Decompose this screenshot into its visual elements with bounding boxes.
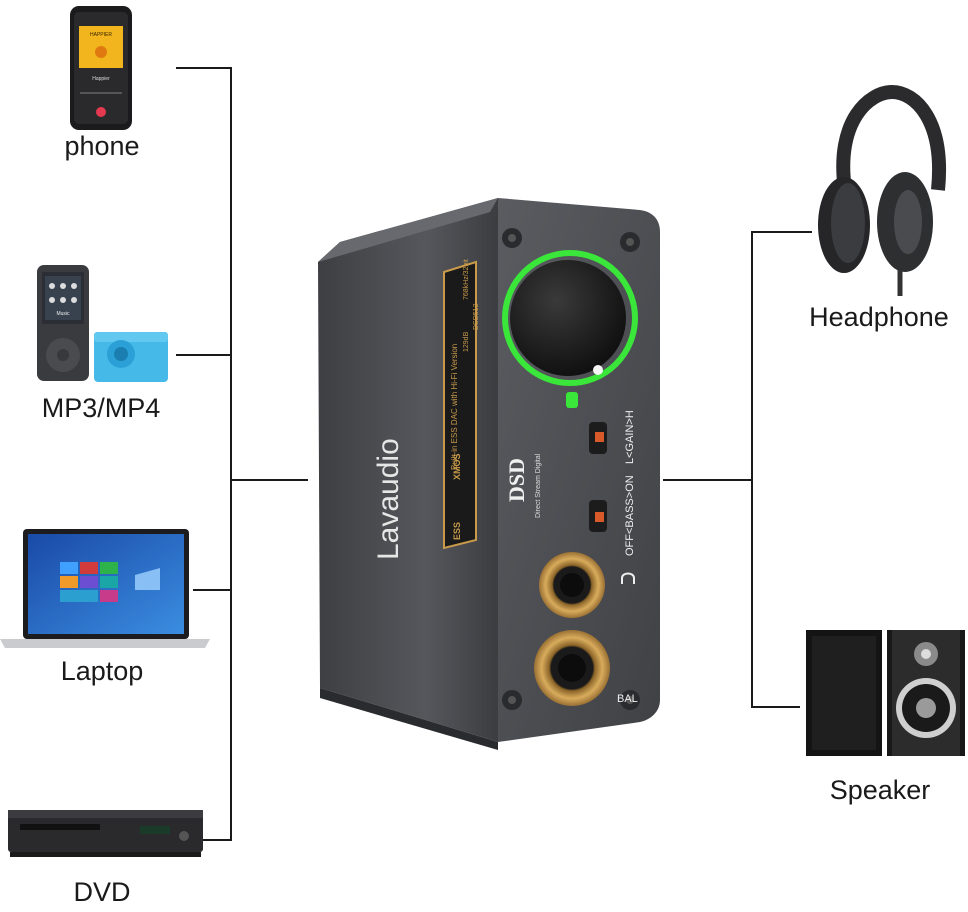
gain-switch-label: L<GAIN>H [624, 410, 636, 464]
dac-amplifier-device: Built-in ESS DAC with Hi-Fi Version 129d… [318, 198, 660, 750]
line-dvd [203, 480, 232, 841]
line-speaker [751, 480, 800, 708]
smartphone-icon: HAPPIER Happier [70, 6, 132, 130]
laptop-icon [0, 529, 210, 648]
speaker-icon [806, 630, 965, 756]
chip-label-xmos: XMOS [452, 453, 462, 480]
balanced-label: BAL [617, 693, 638, 705]
headphones-icon [818, 84, 947, 296]
bass-switch-label: OFF<BASS>ON [624, 475, 636, 556]
spec-line-3: DSD512 [473, 303, 480, 330]
spec-plate [443, 260, 477, 550]
output-label-speaker: Speaker [829, 775, 931, 805]
spec-line-1: 129dB [463, 331, 470, 352]
output-connector-lines [663, 231, 812, 708]
output-label-headphone: Headphone [809, 302, 949, 332]
phone-screen-song: Happier [92, 76, 110, 82]
line-headphone [751, 231, 812, 480]
mp3-screen-text: Music [56, 311, 70, 317]
spec-line-2: 768kHz/32bit [463, 259, 470, 300]
source-label-dvd: DVD [73, 877, 131, 907]
line-phone [176, 67, 232, 480]
spec-title: Built-in ESS DAC with Hi-Fi Version [450, 344, 459, 470]
source-label-laptop: Laptop [60, 656, 144, 686]
source-label-mp3: MP3/MP4 [41, 393, 161, 423]
volume-knob[interactable] [510, 260, 626, 376]
brand-logo: Lavaudio [372, 438, 405, 560]
dsd-caption: Direct Stream Digital [535, 453, 542, 518]
mp3-player-icon: Music [37, 265, 168, 382]
phone-screen-title: HAPPIER [90, 32, 112, 38]
dsd-logo: DSD [504, 458, 529, 502]
headphone-symbol-icon [621, 572, 635, 584]
knob-light-ring [502, 250, 638, 386]
chip-label-ess: ESS [452, 522, 462, 540]
source-label-phone: phone [64, 131, 140, 161]
dvd-player-icon [8, 810, 203, 857]
source-connector-lines [176, 67, 308, 841]
